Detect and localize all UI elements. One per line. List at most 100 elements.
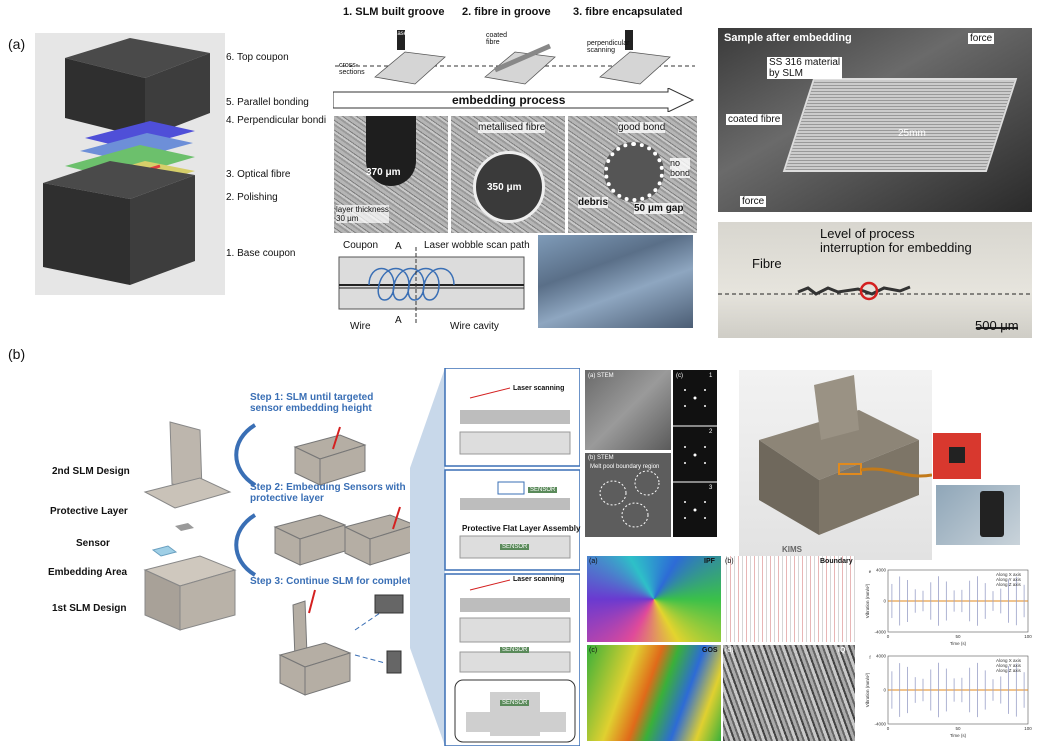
ebsd-iq-map — [723, 645, 855, 741]
section-a-bottom: A — [395, 315, 402, 326]
debris-label: debris — [578, 197, 609, 208]
stem-a-label: (a) STEM — [588, 373, 614, 379]
phone-photo — [936, 485, 1020, 545]
layer-thickness-label: layer thickness 30 μm — [336, 205, 389, 223]
wire-label: Wire — [350, 321, 371, 332]
dimension-25mm: 25mm — [898, 128, 926, 139]
force-bottom-label: force — [740, 196, 767, 207]
laser-note-1: laser — [396, 31, 410, 37]
good-bond-label: good bond — [618, 122, 666, 133]
gap-label: 50 μm gap — [634, 203, 684, 214]
stem-c-label: (c) — [676, 373, 683, 379]
y-tick-label: 0 — [883, 688, 886, 693]
force-top-label: force — [968, 33, 995, 44]
micrograph-groove — [334, 116, 448, 233]
label-parallel-bonding: 5. Parallel bonding — [226, 97, 309, 108]
ebsd-a-label: (a) — [589, 558, 598, 565]
stem-image-a — [585, 370, 671, 450]
step-3-title: 3. fibre encapsulated — [573, 6, 683, 18]
ipf-label: IPF — [704, 558, 715, 565]
diffraction-patterns — [673, 370, 717, 537]
interruption-title: Level of process interruption for embedd… — [820, 226, 972, 255]
label-embedding-area: Embedding Area — [48, 567, 128, 578]
wire-cavity-label: Wire cavity — [450, 321, 499, 332]
wobble-scan-diagram — [334, 235, 532, 333]
x-tick-label: 100 — [1024, 634, 1032, 639]
sample-title: Sample after embedding — [724, 32, 852, 44]
ebsd-gos-map — [587, 645, 721, 741]
scale-500-label: 500 μm — [975, 318, 1019, 333]
ebsd-d-label: (d) — [725, 647, 734, 654]
x-tick-label: 50 — [955, 634, 961, 639]
sensor-board-photo — [933, 433, 981, 479]
micrograph-fibre — [451, 116, 565, 233]
panel-a-label: (a) — [8, 36, 26, 52]
y-tick-label: 4000 — [876, 654, 887, 659]
sensor-tag-2a: SENSOR — [528, 487, 558, 493]
label-optical-fibre: 3. Optical fibre — [226, 169, 291, 180]
width-370-label: 370 μm — [366, 167, 401, 178]
gos-label: GOS — [702, 647, 718, 654]
sensor-tag-2b: SENSOR — [500, 544, 530, 550]
exploded-part-illustration — [140, 420, 240, 640]
melt-pool-label: Melt pool boundary region — [590, 464, 660, 470]
pattern-3-label: 3 — [709, 485, 713, 491]
perpendicular-note: perpendicular scanning — [587, 40, 630, 54]
kims-watermark: KIMS — [782, 545, 802, 554]
label-1st-slm: 1st SLM Design — [52, 603, 127, 614]
label-top-coupon: 6. Top coupon — [226, 52, 289, 63]
step-2-label: Step 2: Embedding Sensors with protectiv… — [250, 482, 406, 504]
label-sensor: Sensor — [76, 538, 110, 549]
x-tick-label: 0 — [887, 634, 890, 639]
legend-entry: Along Y axis — [996, 663, 1022, 668]
label-protective-layer: Protective Layer — [50, 506, 128, 517]
embedding-process-label: embedding process — [452, 93, 566, 107]
ebsd-b-label: (b) — [725, 558, 734, 565]
x-axis-label: Time (s) — [950, 733, 967, 738]
embedding-process-arrow — [332, 87, 695, 113]
x-tick-label: 0 — [887, 726, 890, 731]
y-tick-label: -4000 — [874, 630, 886, 635]
ebsd-ipf-map — [587, 556, 721, 642]
laser-scanning-3: Laser scanning — [513, 576, 565, 583]
y-axis-label: Vibration (mm/s²) — [865, 672, 870, 707]
step-1-title: 1. SLM built groove — [343, 6, 445, 18]
pattern-2-label: 2 — [709, 429, 713, 435]
step-parts-illustration — [225, 415, 445, 715]
cross-sections-note: cross- sections — [339, 62, 365, 76]
no-bond-label: no bond — [670, 158, 691, 178]
label-base-coupon: 1. Base coupon — [226, 248, 296, 259]
coupon-stack-image — [35, 33, 225, 295]
width-350-label: 350 μm — [487, 182, 522, 193]
step-1-label: Step 1: SLM until targeted sensor embedd… — [250, 392, 374, 414]
y-axis-label: Vibration (mm/s²) — [865, 583, 870, 618]
coated-fibre-note: coated fibre — [486, 32, 508, 46]
y-tick-label: 4000 — [876, 568, 887, 573]
panel-tag: f — [869, 655, 871, 660]
y-tick-label: -4000 — [874, 722, 886, 727]
ebsd-boundary-map — [723, 556, 855, 642]
legend-entry: Along Z axis — [996, 668, 1022, 673]
panel-tag: e — [869, 569, 872, 574]
section-a-top: A — [395, 241, 402, 252]
legend-entry: Along X axis — [996, 572, 1022, 577]
x-axis-label: Time (s) — [950, 641, 967, 646]
iq-label: IQ — [838, 647, 846, 654]
laser-scanning-1: Laser scanning — [513, 385, 565, 392]
label-2nd-slm: 2nd SLM Design — [52, 466, 130, 477]
step-2-title: 2. fibre in groove — [462, 6, 551, 18]
metallised-fibre-label: metallised fibre — [478, 122, 546, 133]
fibre-label: Fibre — [752, 256, 782, 271]
step-3-label: Step 3: Continue SLM for completion of p… — [250, 576, 460, 587]
protective-flat-layer-label: Protective Flat Layer Assembly — [462, 524, 581, 533]
material-label: SS 316 material by SLM — [767, 57, 843, 79]
legend-entry: Along X axis — [996, 658, 1022, 663]
sensor-tag-3a: SENSOR — [500, 647, 530, 653]
sensor-part-photo — [739, 370, 932, 560]
wobble-photo — [538, 235, 693, 328]
steps-illustration — [335, 22, 695, 92]
